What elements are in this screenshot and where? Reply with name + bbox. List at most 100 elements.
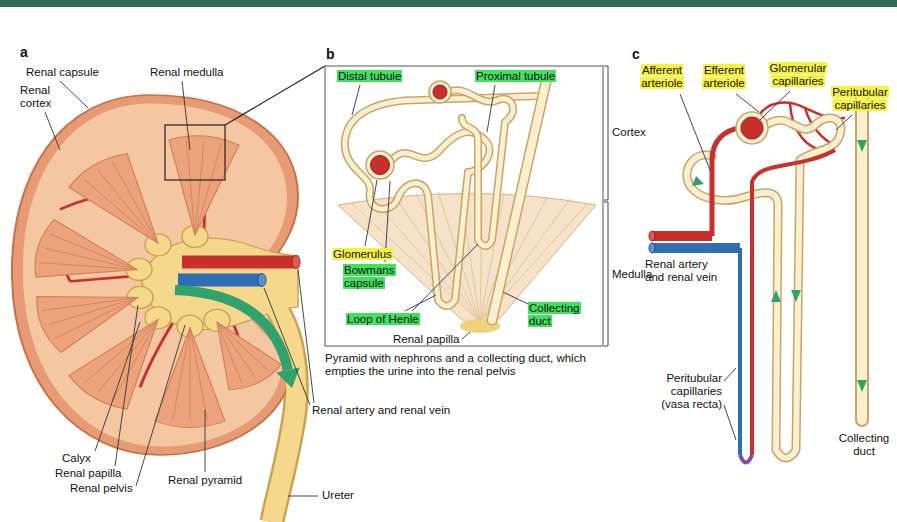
label: Renal pyramid <box>168 474 242 487</box>
leader-line <box>736 94 759 112</box>
nephron-vessels <box>692 176 704 186</box>
label-text: Renal cortex <box>20 84 51 109</box>
nephron-vessels <box>855 98 869 420</box>
nephron-vessels <box>752 150 835 455</box>
label: Calyx <box>62 452 91 465</box>
leader-line <box>288 496 318 497</box>
bracket <box>604 202 608 346</box>
kidney <box>292 256 300 269</box>
label-text: Pyramid with nephrons and a collecting d… <box>325 352 586 377</box>
label-text: Loop of Henle <box>346 313 420 325</box>
header-bar <box>0 0 897 7</box>
label: Ureter <box>322 489 354 502</box>
nephron-pyramid <box>366 151 394 179</box>
leader-line <box>115 305 138 466</box>
kidney <box>178 274 262 287</box>
nephron-vessels <box>649 243 655 253</box>
leader-line <box>412 244 478 311</box>
label: Renal artery and renal vein <box>645 258 725 284</box>
label-text: Renal pyramid <box>168 474 242 486</box>
label-text: Collecting duct <box>528 302 581 327</box>
label: Glomerulus <box>332 248 393 261</box>
leader-line <box>205 410 206 472</box>
label: Renal pelvis <box>70 482 133 495</box>
leader-line <box>60 81 88 108</box>
nephron-pyramid <box>325 66 603 346</box>
label-text: Efferent arteriole <box>702 64 746 89</box>
label-text: Renal artery and renal vein <box>312 404 450 416</box>
nephron-vessels <box>771 290 781 302</box>
kidney <box>175 290 288 370</box>
label-text: Distal tubule <box>337 70 402 82</box>
leader-line <box>462 332 470 339</box>
label-text: Bowmans capsule <box>343 264 396 289</box>
label-text: Renal pelvis <box>70 482 133 494</box>
kidney <box>169 136 239 235</box>
kidney <box>69 153 158 243</box>
label: Renal medulla <box>150 66 224 79</box>
kidney <box>12 95 300 522</box>
zoom-indicator <box>165 125 225 180</box>
kidney <box>12 95 298 455</box>
nephron-vessels <box>652 231 712 241</box>
label-text: c <box>632 46 640 62</box>
label: Cortex <box>612 126 646 139</box>
nephron-pyramid <box>433 85 447 99</box>
label: a <box>20 44 28 60</box>
nephron-vessels <box>857 140 867 152</box>
label-text: Afferent arteriole <box>640 64 684 89</box>
kidney <box>258 274 266 287</box>
label-text: Collecting duct <box>839 432 890 457</box>
leader-line <box>760 91 790 120</box>
leader-line <box>724 405 736 440</box>
label: Glomerular capillaries <box>766 62 830 88</box>
nephron-vessels <box>649 231 655 241</box>
nephron-pyramid <box>492 82 546 320</box>
nephron-vessels <box>857 380 867 392</box>
label: Proximal tubule <box>475 70 556 83</box>
label-text: Renal artery and renal vein <box>645 258 717 283</box>
nephron-vessels <box>741 117 763 139</box>
label-text: Glomerulus <box>332 248 393 260</box>
nephron-vessels <box>712 128 740 236</box>
label: c <box>632 46 640 62</box>
label: Afferent arteriole <box>634 64 690 90</box>
label: Pyramid with nephrons and a collecting d… <box>325 352 587 378</box>
label-text: Proximal tubule <box>475 70 556 82</box>
label-text: Renal capsule <box>26 66 99 78</box>
bracket <box>604 66 608 200</box>
zoom-indicator <box>165 66 325 180</box>
kidney <box>12 95 298 455</box>
label: Loop of Henle <box>346 313 420 326</box>
leader-line <box>182 81 190 150</box>
label-text: a <box>20 44 28 60</box>
label: Renal papilla <box>55 467 122 480</box>
label: Collecting duct <box>528 302 580 328</box>
nephron-pyramid <box>449 90 513 246</box>
label: Renal cortex <box>20 84 56 110</box>
label: b <box>326 46 335 62</box>
label-text: Renal papilla <box>393 333 460 345</box>
label-text: b <box>326 46 335 62</box>
leader-line <box>836 115 852 130</box>
label-text: Calyx <box>62 452 91 464</box>
label: Collecting duct <box>836 432 892 458</box>
nephron-pyramid <box>492 82 546 320</box>
kidney <box>41 141 269 421</box>
kidney <box>35 136 281 428</box>
label: Bowmans capsule <box>343 264 395 290</box>
nephron-vessels <box>652 243 740 253</box>
label-text: Ureter <box>322 489 354 501</box>
nephron-pyramid <box>429 81 451 103</box>
bracket <box>604 66 608 346</box>
label-text: Glomerular capillaries <box>769 62 828 87</box>
leader-line <box>298 270 314 403</box>
nephron-pyramid <box>449 90 513 246</box>
label: Efferent arteriole <box>696 64 752 90</box>
label: Renal capsule <box>26 66 99 79</box>
zoom-indicator <box>225 66 325 125</box>
leader-line <box>136 325 185 486</box>
nephron-vessels <box>738 248 742 455</box>
